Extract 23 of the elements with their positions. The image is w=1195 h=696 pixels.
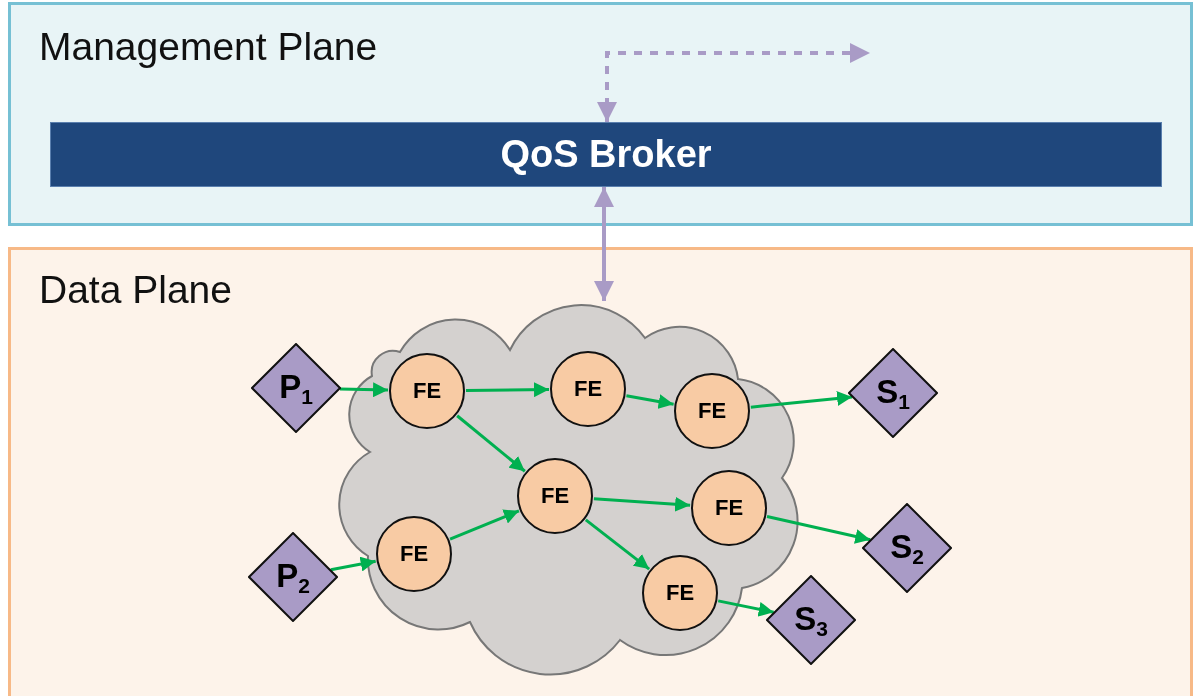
arrow [449, 509, 520, 541]
arrow [597, 43, 870, 122]
plane-title: Management Plane [39, 27, 378, 66]
endpoint-diamond: S$_{2}$ [862, 503, 952, 593]
arrow [330, 556, 376, 572]
endpoint-diamond: S$_{1}$ [848, 348, 938, 438]
arrow [594, 187, 614, 301]
plane-title: Data Plane [39, 270, 232, 309]
endpoint-diamond: S$_{3}$ [766, 575, 856, 665]
arrow [766, 515, 871, 544]
arrow [465, 382, 550, 398]
arrow [626, 394, 674, 409]
arrow [717, 599, 774, 617]
arrow [339, 382, 389, 398]
plane-panel [8, 247, 1193, 696]
arrow [456, 414, 526, 473]
arrow [593, 496, 691, 512]
endpoint-diamond: P$_{2}$ [248, 532, 338, 622]
plane-panel [8, 2, 1193, 226]
arrow [584, 518, 651, 571]
broker-bar: QoS Broker [50, 122, 1162, 187]
arrow [750, 391, 853, 409]
endpoint-diamond: P$_{1}$ [251, 343, 341, 433]
